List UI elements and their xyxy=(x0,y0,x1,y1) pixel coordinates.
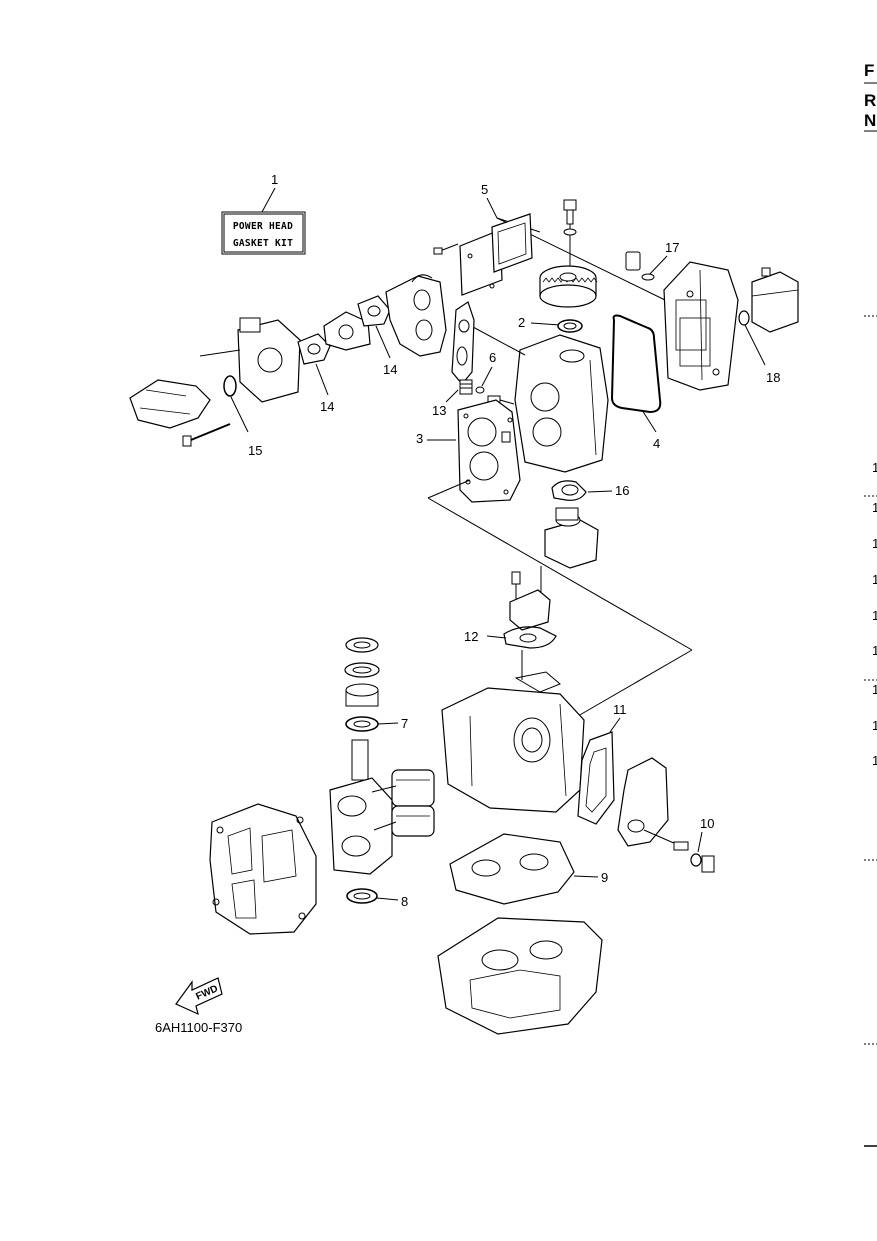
thermostat-cover-18: 18 xyxy=(738,267,799,385)
crankcase xyxy=(209,803,317,935)
gasket-16: 16 xyxy=(544,480,629,569)
cylinder-head xyxy=(472,326,609,473)
cylinder-head-cover xyxy=(663,261,739,391)
callout-11: 11 xyxy=(613,702,627,717)
callout-14-right: 14 xyxy=(383,362,397,377)
cylinder-head-gasket-3: 3 xyxy=(416,399,521,503)
forward-indicator: FWD xyxy=(175,977,223,1016)
plug-17: 17 xyxy=(625,240,679,281)
edge-digit-8: 1 xyxy=(872,718,877,733)
callout-7: 7 xyxy=(401,716,408,731)
callout-8: 8 xyxy=(401,894,408,909)
edge-digit-6: 1 xyxy=(872,643,877,658)
carburetor-assembly: 15 xyxy=(129,317,301,458)
callout-6: 6 xyxy=(489,350,496,365)
callout-9: 9 xyxy=(601,870,608,885)
callout-10: 10 xyxy=(700,816,714,831)
callout-3: 3 xyxy=(416,431,423,446)
oil-seal-8: 8 xyxy=(346,888,408,909)
edge-digit-7: 1 xyxy=(872,682,877,697)
edge-digit-4: 1 xyxy=(872,572,877,587)
upper-casing xyxy=(437,917,603,1035)
gasket-11: 11 xyxy=(577,702,627,825)
right-edge-margin: F R N 1 1 1 1 1 1 1 1 1 xyxy=(864,61,877,1147)
head-gasket-4: 4 xyxy=(610,314,662,451)
cover-plate-assembly: 5 xyxy=(433,182,666,301)
callout-17: 17 xyxy=(665,240,679,255)
callout-1: 1 xyxy=(271,172,278,187)
callout-12: 12 xyxy=(464,629,478,644)
callout-16: 16 xyxy=(615,483,629,498)
edge-digit-9: 1 xyxy=(872,753,877,768)
exhaust-cover-10: 10 xyxy=(617,757,715,873)
intake-manifold xyxy=(385,274,447,357)
callout-15: 15 xyxy=(248,443,262,458)
figure-code: 6AH1100-F370 xyxy=(155,1020,242,1035)
kit-label-line2: GASKET KIT xyxy=(233,238,293,249)
cylinder-block xyxy=(441,650,585,813)
callout-2: 2 xyxy=(518,315,525,330)
edge-digit-2: 1 xyxy=(872,500,877,515)
kit-label-line1: POWER HEAD xyxy=(233,221,293,232)
gasket-13: 13 xyxy=(432,301,475,418)
callout-18: 18 xyxy=(766,370,780,385)
pulley-assembly xyxy=(539,199,598,308)
edge-letter-f: F xyxy=(864,61,874,80)
edge-letter-n: N xyxy=(864,111,876,130)
anode-6: 6 xyxy=(475,350,515,405)
crankshaft-assembly xyxy=(329,739,435,875)
callout-14-left: 14 xyxy=(320,399,334,414)
gasket-kit-label: 1 POWER HEAD GASKET KIT xyxy=(221,172,306,255)
oil-seal-7: 7 xyxy=(344,637,408,732)
oil-seal-2: 2 xyxy=(518,315,583,333)
intake-gaskets-14: 14 14 xyxy=(297,295,397,414)
gasket-12: 12 xyxy=(464,571,557,649)
callout-13: 13 xyxy=(432,403,446,418)
base-gasket-9: 9 xyxy=(449,833,608,905)
callout-5: 5 xyxy=(481,182,488,197)
edge-digit-5: 1 xyxy=(872,608,877,623)
callout-4: 4 xyxy=(653,436,660,451)
edge-letter-r: R xyxy=(864,91,876,110)
edge-digit-3: 1 xyxy=(872,536,877,551)
edge-digit-1: 1 xyxy=(872,460,877,475)
